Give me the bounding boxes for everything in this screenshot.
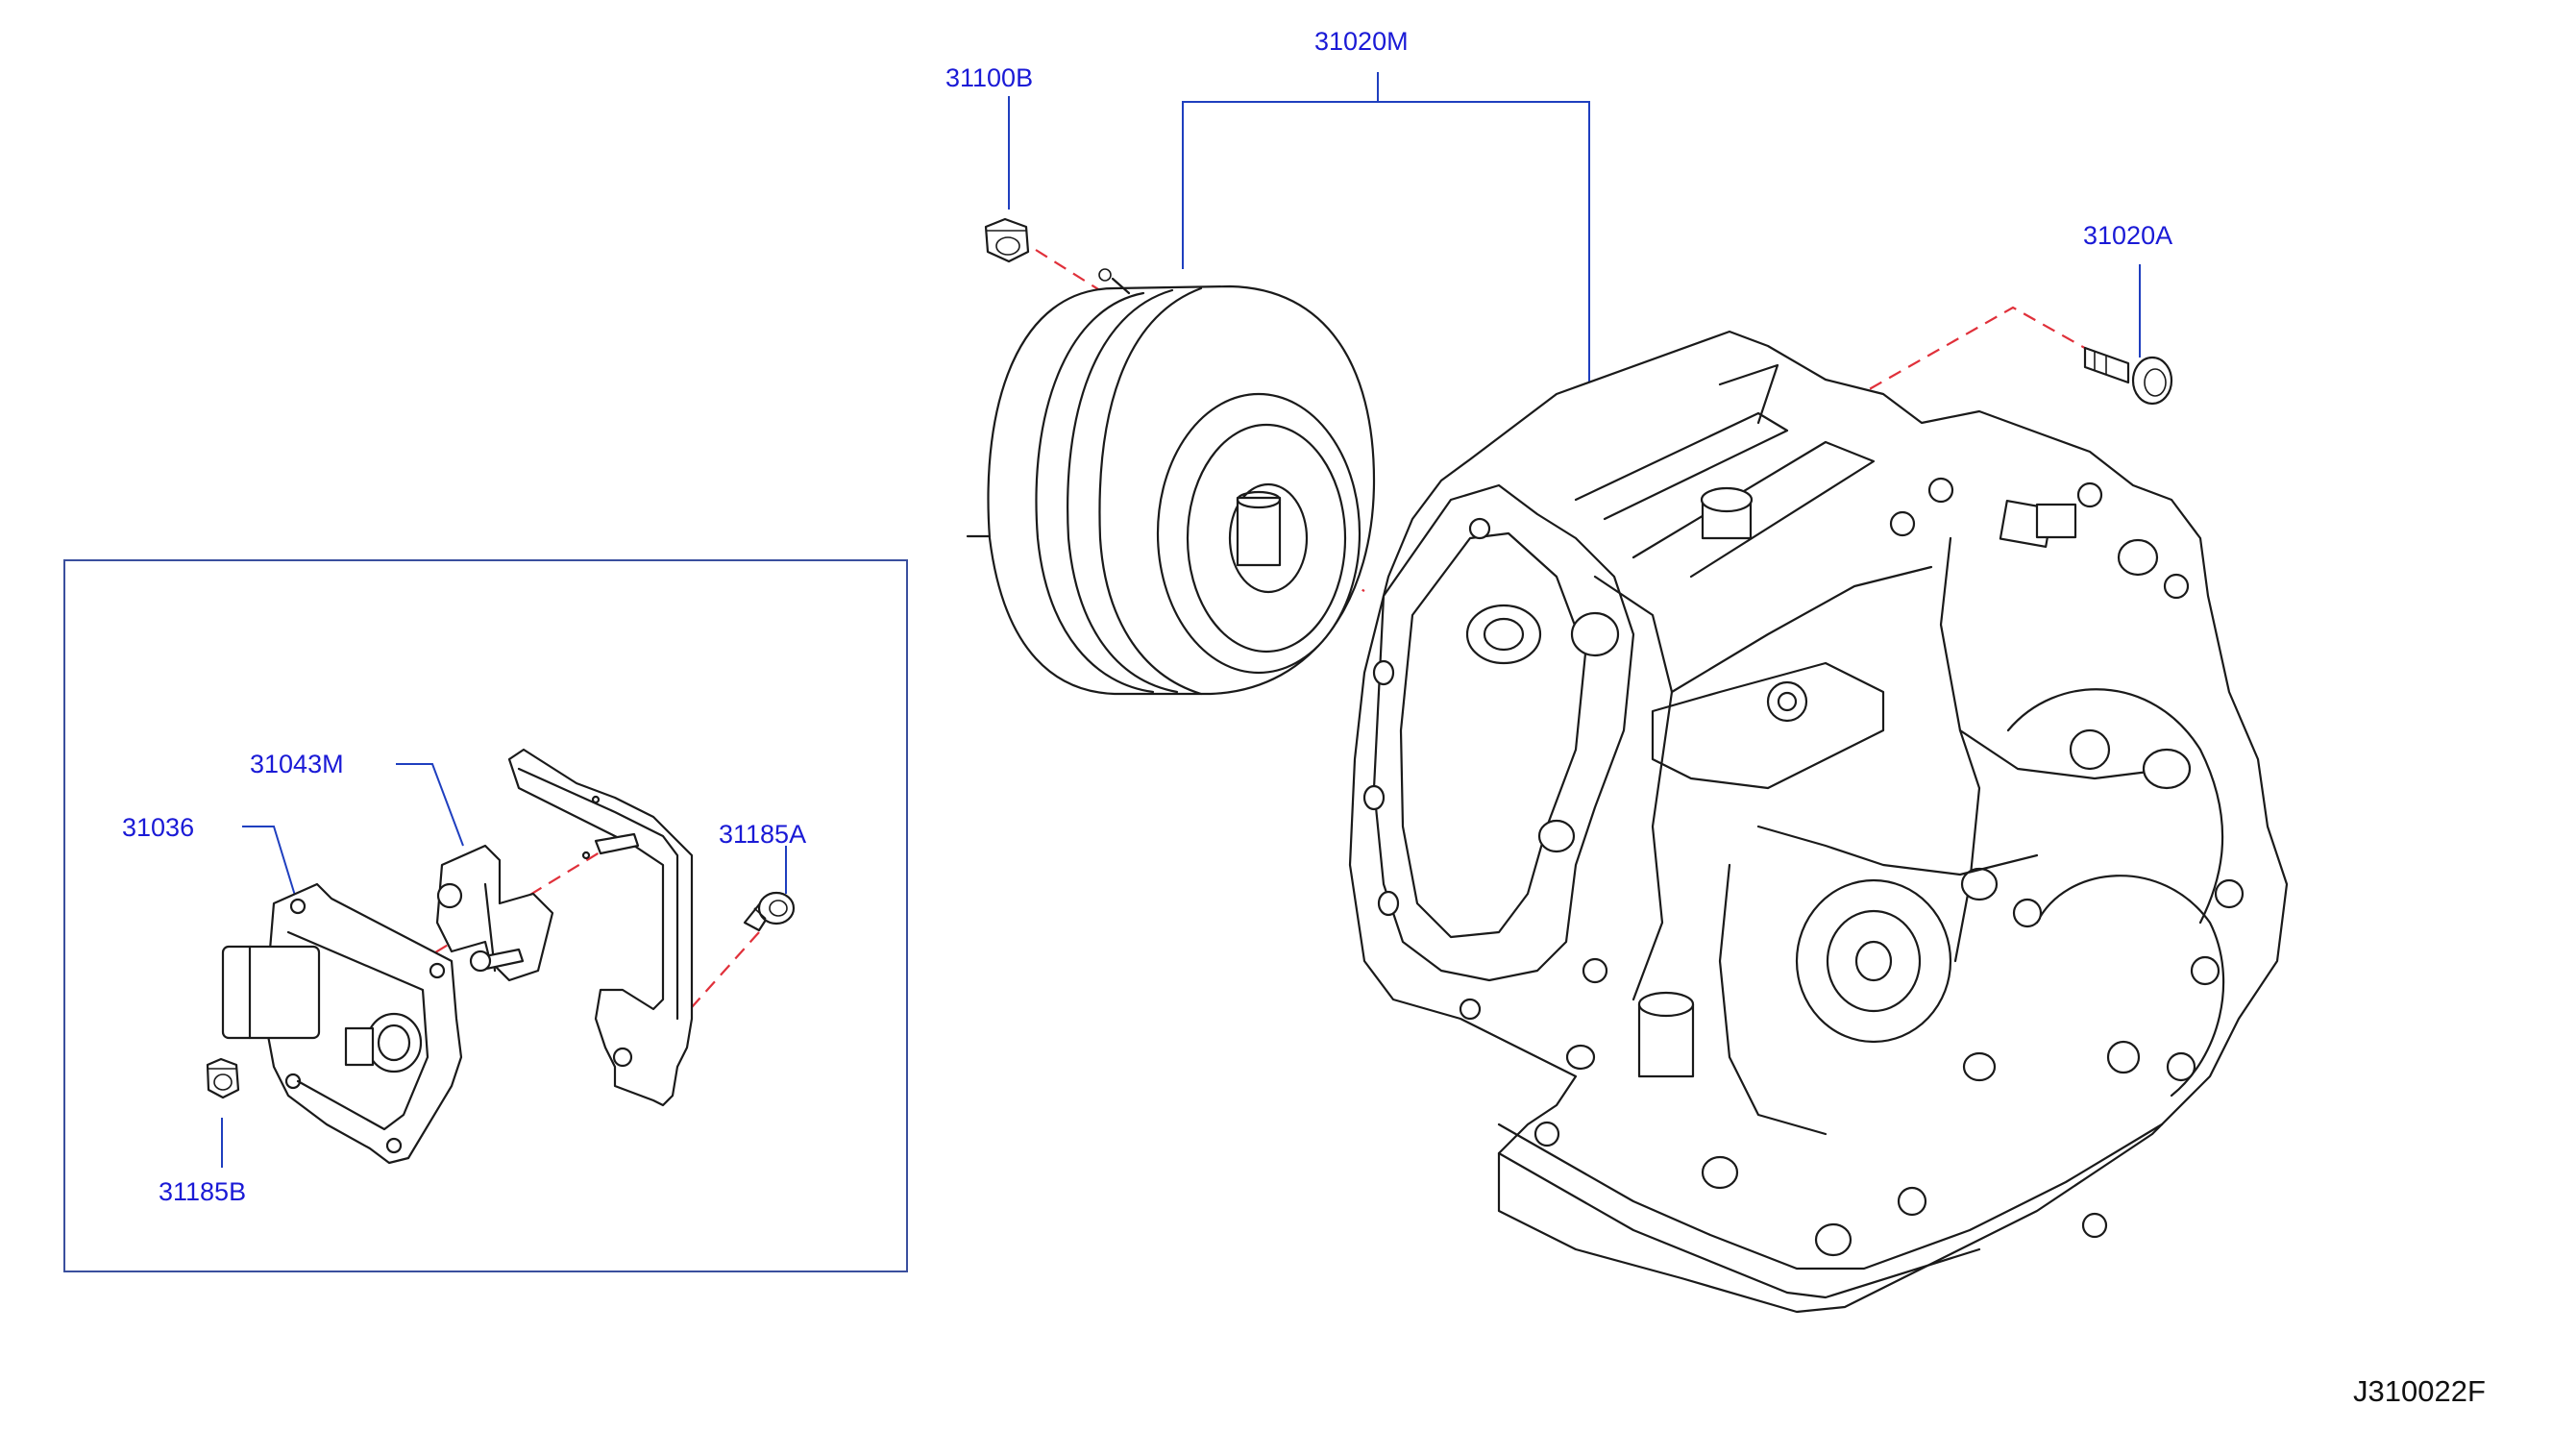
label-31043M: 31043M bbox=[250, 750, 344, 778]
label-31020M: 31020M bbox=[1314, 27, 1409, 56]
bolt-31185A bbox=[743, 891, 796, 932]
bracket-31043M bbox=[435, 748, 694, 1107]
label-31100B: 31100B bbox=[945, 63, 1034, 92]
control-unit-31036 bbox=[221, 882, 463, 1165]
bolt-31020A bbox=[2083, 346, 2173, 406]
inset-frame bbox=[63, 559, 908, 1272]
torque-converter bbox=[966, 268, 1376, 696]
leader-lines bbox=[221, 72, 2141, 1168]
nut-31185B bbox=[206, 1057, 240, 1099]
label-31020A: 31020A bbox=[2083, 221, 2173, 250]
label-31185A: 31185A bbox=[719, 820, 807, 849]
label-31185B: 31185B bbox=[159, 1177, 247, 1206]
label-31036: 31036 bbox=[122, 813, 195, 842]
diagram-reference-code: J310022F bbox=[2353, 1374, 2486, 1408]
leader-31020M bbox=[1182, 101, 1590, 389]
transmission-case bbox=[1348, 330, 2289, 1314]
nut-31100B bbox=[984, 217, 1030, 263]
leader-31043M bbox=[396, 763, 464, 847]
phantom-bolt-to-bracket bbox=[691, 931, 760, 1008]
phantom-nut-to-converter bbox=[1035, 249, 1125, 307]
leader-31036 bbox=[242, 826, 297, 900]
